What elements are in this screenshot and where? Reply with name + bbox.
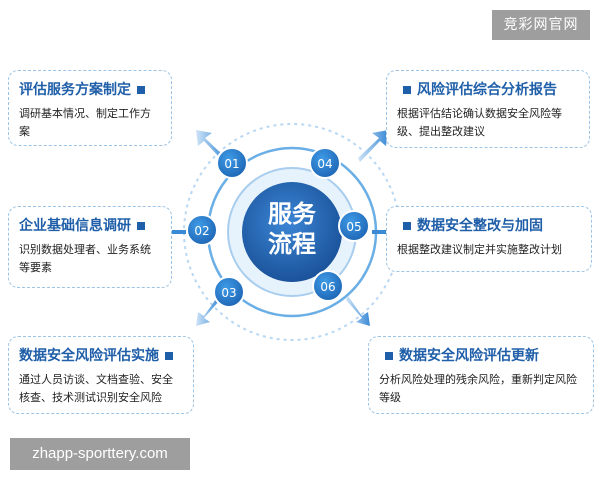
step-card-06-title: 数据安全风险评估更新 bbox=[399, 348, 539, 364]
step-card-04-body: 根据评估结论确认数据安全风险等级、提出整改建议 bbox=[397, 107, 562, 138]
step-card-03-title-row: 数据安全风险评估实施 bbox=[19, 345, 183, 365]
square-bullet-icon bbox=[403, 86, 411, 94]
arrow-06 bbox=[346, 296, 370, 326]
step-card-04-title-row: 风险评估综合分析报告 bbox=[397, 79, 579, 99]
node-05-label: 05 bbox=[346, 220, 361, 234]
step-card-01-title: 评估服务方案制定 bbox=[19, 82, 131, 98]
watermark-top: 竞彩网官网 bbox=[492, 10, 590, 40]
step-card-06: 数据安全风险评估更新 分析风险处理的残余风险，重新判定风险等级 bbox=[368, 336, 594, 414]
step-card-04: 风险评估综合分析报告 根据评估结论确认数据安全风险等级、提出整改建议 bbox=[386, 70, 590, 148]
step-card-05-body: 根据整改建议制定并实施整改计划 bbox=[397, 243, 562, 256]
arrow-01 bbox=[196, 130, 226, 162]
node-05: 05 bbox=[338, 210, 370, 242]
center-label-line2: 流程 bbox=[268, 230, 316, 258]
step-card-01-title-row: 评估服务方案制定 bbox=[19, 79, 161, 99]
node-04-label: 04 bbox=[317, 157, 332, 171]
step-card-05-title-row: 数据安全整改与加固 bbox=[397, 215, 581, 235]
step-card-06-title-row: 数据安全风险评估更新 bbox=[379, 345, 583, 365]
step-card-01-body: 调研基本情况、制定工作方案 bbox=[19, 107, 151, 138]
step-card-05: 数据安全整改与加固 根据整改建议制定并实施整改计划 bbox=[386, 206, 592, 272]
center-label-line1: 服务 bbox=[268, 200, 317, 228]
watermark-bottom: zhapp-sporttery.com bbox=[10, 438, 190, 470]
step-card-03-title: 数据安全风险评估实施 bbox=[19, 348, 159, 364]
node-03-label: 03 bbox=[221, 286, 236, 300]
square-bullet-icon bbox=[137, 222, 145, 230]
center-circle bbox=[242, 182, 342, 282]
step-card-06-body: 分析风险处理的残余风险，重新判定风险等级 bbox=[379, 373, 577, 404]
arrow-04 bbox=[358, 130, 388, 162]
node-04: 04 bbox=[309, 147, 341, 179]
node-02-label: 02 bbox=[194, 224, 209, 238]
step-card-04-title: 风险评估综合分析报告 bbox=[417, 82, 557, 98]
step-card-02: 企业基础信息调研 识别数据处理者、业务系统等要素 bbox=[8, 206, 172, 288]
arrow-03 bbox=[196, 296, 220, 326]
square-bullet-icon bbox=[385, 352, 393, 360]
step-card-02-body: 识别数据处理者、业务系统等要素 bbox=[19, 243, 151, 274]
step-card-02-title: 企业基础信息调研 bbox=[19, 218, 131, 234]
square-bullet-icon bbox=[403, 222, 411, 230]
step-card-03-body: 通过人员访谈、文档查验、安全核查、技术测试识别安全风险 bbox=[19, 373, 173, 404]
step-card-02-title-row: 企业基础信息调研 bbox=[19, 215, 161, 235]
step-card-01: 评估服务方案制定 调研基本情况、制定工作方案 bbox=[8, 70, 172, 146]
step-card-05-title: 数据安全整改与加固 bbox=[417, 218, 543, 234]
node-06-label: 06 bbox=[320, 280, 335, 294]
node-02: 02 bbox=[186, 214, 218, 246]
square-bullet-icon bbox=[137, 86, 145, 94]
square-bullet-icon bbox=[165, 352, 173, 360]
node-01-label: 01 bbox=[224, 157, 239, 171]
node-01: 01 bbox=[216, 147, 248, 179]
step-card-03: 数据安全风险评估实施 通过人员访谈、文档查验、安全核查、技术测试识别安全风险 bbox=[8, 336, 194, 414]
node-03: 03 bbox=[213, 276, 245, 308]
node-06: 06 bbox=[312, 270, 344, 302]
